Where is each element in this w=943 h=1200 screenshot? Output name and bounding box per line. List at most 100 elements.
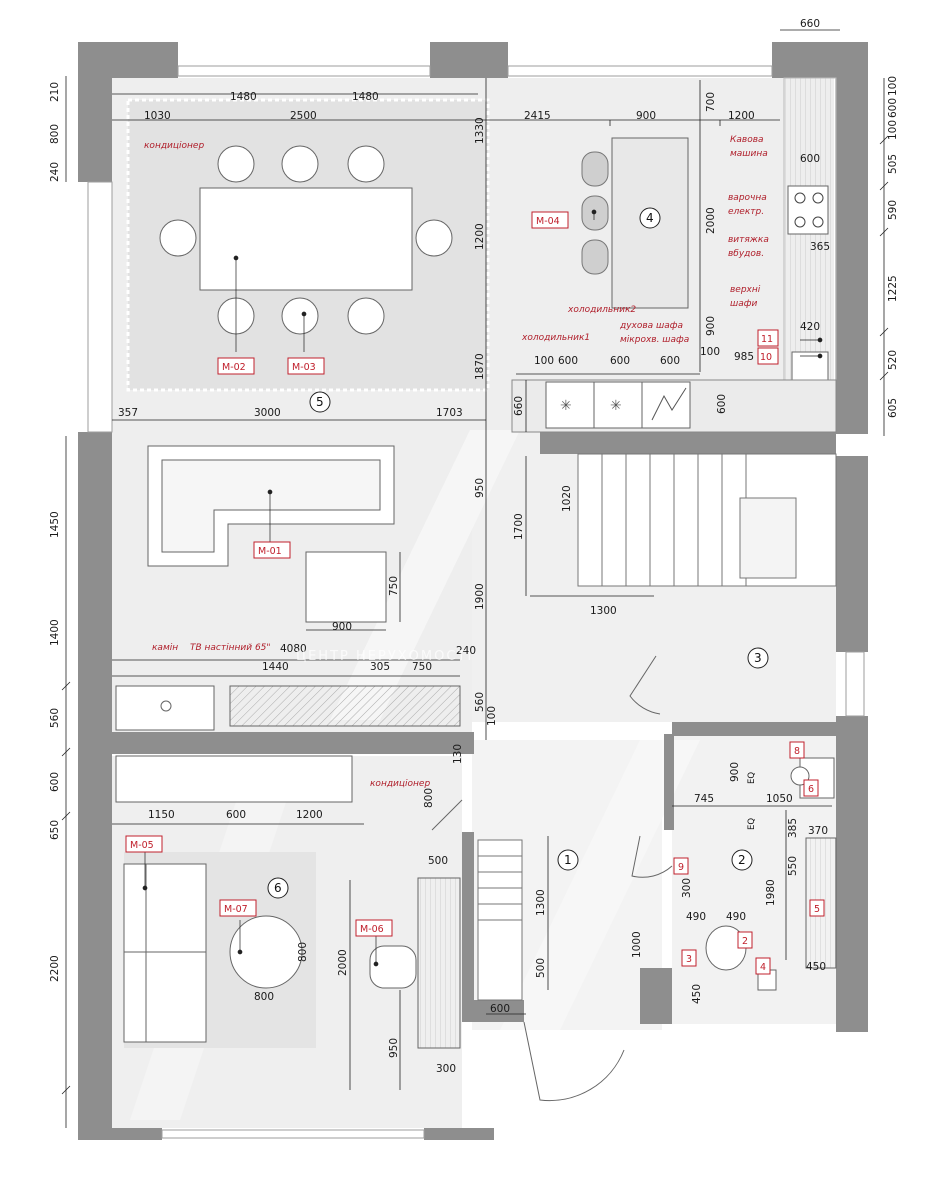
equipment-labels: EQ EQ xyxy=(747,772,757,830)
code-10: 10 xyxy=(760,352,772,363)
dim-left-650: 650 xyxy=(49,820,61,840)
dim-600-bed: 600 xyxy=(226,809,246,821)
room-1: 1 xyxy=(564,853,572,867)
dim-right-100-b: 100 xyxy=(887,120,899,140)
dim-1200-top: 1200 xyxy=(728,110,755,122)
dim-left-210: 210 xyxy=(49,82,61,102)
dim-490-b: 490 xyxy=(726,911,746,923)
code-m03: M-03 xyxy=(292,362,316,373)
dim-500: 500 xyxy=(428,855,448,867)
dim-right-100-a: 100 xyxy=(887,76,899,96)
label-hood-2: вбудов. xyxy=(728,249,764,259)
dim-left-1400: 1400 xyxy=(49,619,61,646)
label-hob-1: варочна xyxy=(728,193,767,203)
dim-1050: 1050 xyxy=(766,793,793,805)
dim-3000: 3000 xyxy=(254,407,281,419)
label-hob-2: електр. xyxy=(728,207,764,217)
dim-365: 365 xyxy=(810,241,830,253)
code-m04: M-04 xyxy=(536,216,560,227)
dim-left-560: 560 xyxy=(49,708,61,728)
kitchen: ✳ ✳ xyxy=(511,77,837,433)
dim-left-2200: 2200 xyxy=(49,955,61,982)
dim-2500: 2500 xyxy=(290,110,317,122)
room-2: 2 xyxy=(738,853,746,867)
dim-900-v: 900 xyxy=(705,316,717,336)
room-3: 3 xyxy=(754,651,762,665)
dim-450-bath: 450 xyxy=(691,984,703,1004)
label-coffee-1: Кавова xyxy=(730,135,764,145)
dim-950: 950 xyxy=(474,478,486,498)
dim-600-a: 600 xyxy=(558,355,578,367)
dim-600-c: 600 xyxy=(660,355,680,367)
dim-1300-stair: 1300 xyxy=(590,605,617,617)
label-microwave: мікрохв. шафа xyxy=(620,335,689,345)
doors xyxy=(431,655,673,1102)
dim-500-hall: 500 xyxy=(535,958,547,978)
code-9: 9 xyxy=(678,862,684,873)
label-hood-1: витяжка xyxy=(728,235,769,245)
dim-600-cook: 600 xyxy=(800,153,820,165)
dim-800-v: 800 xyxy=(423,788,435,808)
code-2: 2 xyxy=(742,936,748,947)
dim-1330: 1330 xyxy=(474,117,486,144)
dim-600-v: 600 xyxy=(716,394,728,414)
walls xyxy=(78,42,868,1140)
dim-745: 745 xyxy=(694,793,714,805)
dim-1700: 1700 xyxy=(513,513,525,540)
code-m01: M-01 xyxy=(258,546,282,557)
code-4: 4 xyxy=(760,962,766,973)
dim-1480-b: 1480 xyxy=(352,91,379,103)
dim-1150: 1150 xyxy=(148,809,175,821)
dim-750: 750 xyxy=(388,576,400,596)
dim-1440: 1440 xyxy=(262,661,289,673)
dim-100-v: 100 xyxy=(486,706,498,726)
dim-100-b: 100 xyxy=(700,346,720,358)
label-upper-2: шафи xyxy=(730,299,757,309)
label-oven: духова шафа xyxy=(619,321,683,331)
stairs xyxy=(477,453,837,1001)
dim-490-a: 490 xyxy=(686,911,706,923)
bedroom xyxy=(115,755,461,1049)
svg-text:✳: ✳ xyxy=(560,398,572,414)
dim-750-h: 750 xyxy=(412,661,432,673)
dim-right-1225: 1225 xyxy=(887,275,899,302)
code-m05: M-05 xyxy=(130,840,154,851)
dim-right-520: 520 xyxy=(887,350,899,370)
dim-900-top: 900 xyxy=(636,110,656,122)
code-m02: M-02 xyxy=(222,362,246,373)
dim-1703: 1703 xyxy=(436,407,463,419)
dim-1480-a: 1480 xyxy=(230,91,257,103)
dim-660: 660 xyxy=(800,18,820,30)
label-ac-top: кондиціонер xyxy=(144,141,204,151)
room-6: 6 xyxy=(274,881,282,895)
dim-300-bath: 300 xyxy=(681,878,693,898)
dim-1870: 1870 xyxy=(474,353,486,380)
leader-lines xyxy=(142,209,823,967)
dim-300-bed: 300 xyxy=(436,1063,456,1075)
dim-600-hall: 600 xyxy=(490,1003,510,1015)
dim-right-600: 600 xyxy=(887,98,899,118)
dim-900-table: 900 xyxy=(332,621,352,633)
room-markers: 5 4 3 1 2 6 xyxy=(267,207,769,899)
dim-1900: 1900 xyxy=(474,583,486,610)
dim-600-b: 600 xyxy=(610,355,630,367)
code-11: 11 xyxy=(761,334,773,345)
dimension-lines xyxy=(61,29,889,1128)
dim-4080: 4080 xyxy=(280,643,307,655)
eq-label-a: EQ xyxy=(747,772,757,784)
dim-385: 385 xyxy=(787,818,799,838)
dim-1030: 1030 xyxy=(144,110,171,122)
dim-660-v: 660 xyxy=(513,396,525,416)
dimension-labels: 660 1480 1480 1030 2500 2415 900 1200 70… xyxy=(49,18,899,1075)
dim-800-v2: 800 xyxy=(297,942,309,962)
appliance-labels: кондиціонер кондиціонер Кавова машина ва… xyxy=(144,135,769,789)
dim-1200-bed: 1200 xyxy=(296,809,323,821)
code-5: 5 xyxy=(814,904,820,915)
label-fireplace: камін xyxy=(152,643,178,653)
dim-370: 370 xyxy=(808,825,828,837)
room-5: 5 xyxy=(316,395,324,409)
code-3: 3 xyxy=(686,954,692,965)
dim-right-505: 505 xyxy=(887,154,899,174)
dim-240-h: 240 xyxy=(456,645,476,657)
